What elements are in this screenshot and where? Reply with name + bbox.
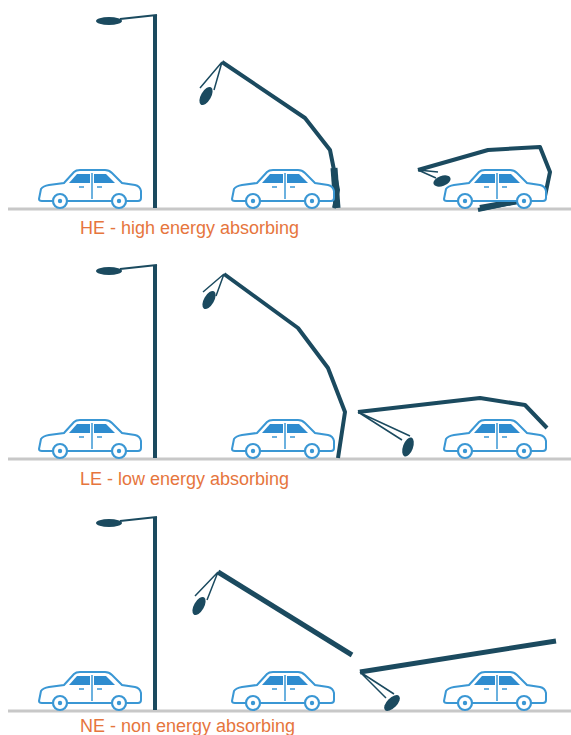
lamp-head [96, 267, 122, 275]
tilted-lamp-post [218, 572, 352, 655]
lamp-arm [418, 170, 438, 178]
car [444, 672, 546, 710]
bent-lamp-post [224, 274, 345, 458]
car [39, 420, 141, 458]
fallen-lamp-post [360, 641, 556, 672]
he-panel [8, 15, 571, 210]
car [232, 420, 334, 458]
lamp-head [96, 17, 122, 25]
lamp-arm [120, 265, 157, 269]
lamp-arm [200, 62, 222, 90]
lamp-arm [358, 412, 410, 440]
ground-line [8, 710, 571, 713]
lamp-arm [195, 572, 218, 600]
lamp-head [190, 595, 209, 617]
fallen-lamp-post [418, 147, 550, 210]
post-base [334, 168, 337, 208]
car [444, 420, 546, 458]
lamp-post [153, 518, 157, 710]
lamp-arm [120, 15, 157, 19]
panel-caption: LE - low energy absorbing [80, 469, 289, 489]
lamp-post [153, 16, 157, 208]
car [39, 672, 141, 710]
panel-caption: HE - high energy absorbing [80, 218, 299, 238]
ground-line [8, 458, 571, 461]
lamp-head [381, 692, 402, 713]
lamp-head [200, 289, 219, 311]
lamp-arm [360, 672, 394, 698]
ne-panel [8, 517, 571, 714]
car [39, 170, 141, 208]
lamp-head [400, 436, 416, 458]
lamp-post [153, 266, 157, 458]
car [232, 672, 334, 710]
car [444, 170, 546, 208]
bent-lamp-post [222, 62, 338, 208]
lamp-arm [120, 517, 157, 521]
panel-caption: NE - non energy absorbing [80, 716, 295, 735]
lamp-head [197, 85, 216, 107]
le-panel [8, 265, 571, 459]
car [232, 170, 334, 208]
lamp-head [96, 519, 122, 527]
